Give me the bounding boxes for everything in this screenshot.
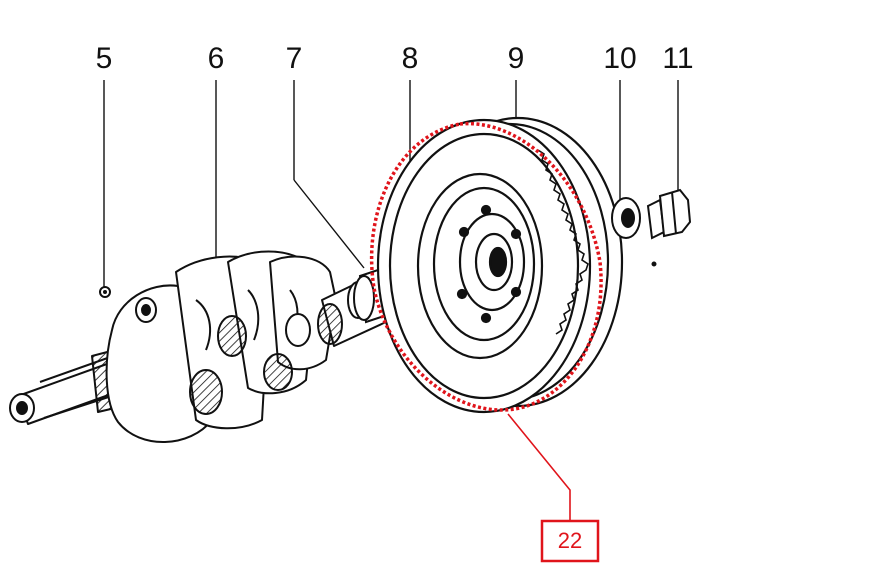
label-part-10: 10 (603, 42, 636, 75)
part-11-bolt-icon (646, 188, 692, 267)
callout-label: 22 (558, 528, 582, 553)
label-part-9: 9 (508, 42, 525, 75)
label-part-8: 8 (402, 42, 419, 75)
part-6-crankshaft-icon (9, 250, 387, 443)
label-part-7: 7 (286, 42, 303, 75)
part-5-key-icon (99, 286, 111, 298)
callout-leader-line (507, 413, 571, 520)
part-10-washer-icon (611, 197, 641, 239)
part-9-flywheel-icon (376, 116, 624, 414)
label-part-6: 6 (208, 42, 225, 75)
label-part-5: 5 (96, 42, 113, 75)
label-part-11: 11 (662, 42, 693, 75)
callout-box (540, 519, 600, 563)
